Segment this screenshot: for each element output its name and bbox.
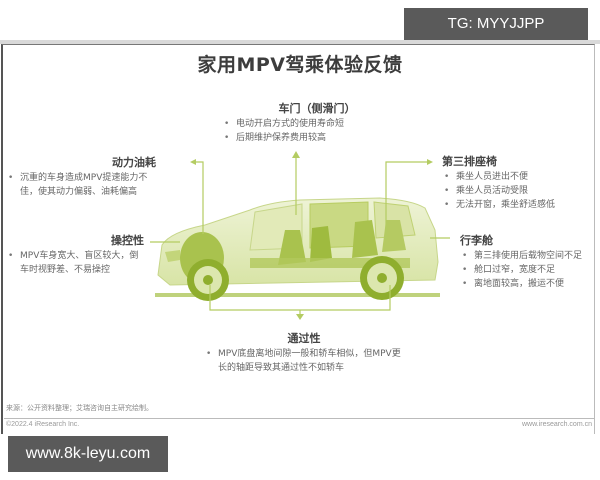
callout-door: 车门（侧滑门） 电动开启方式的使用寿命短 后期维护保养费用较高 bbox=[222, 101, 422, 145]
source-note: 来源：公开资料整理；艾瑞咨询自主研究绘制。 bbox=[6, 404, 153, 412]
callout-passability-item: MPV底盘离地间隙一般和轿车相似，但MPV更长的轴距导致其通过性不如轿车 bbox=[204, 347, 404, 375]
website-link[interactable]: www.iresearch.com.cn bbox=[521, 421, 592, 428]
copyright: ©2022.4 iResearch Inc. bbox=[6, 421, 80, 428]
callout-door-heading: 车门（侧滑门） bbox=[278, 102, 356, 115]
callout-handling: 操控性 MPV车身宽大、盲区较大，倒车时视野差、不易操控 bbox=[6, 233, 144, 277]
callout-trunk-heading: 行李舱 bbox=[460, 234, 493, 247]
callout-third-row-heading: 第三排座椅 bbox=[442, 155, 497, 168]
callout-trunk-item: 第三排使用后载物空间不足 bbox=[460, 249, 600, 263]
watermark-bottom-left: www.8k-leyu.com bbox=[8, 436, 168, 472]
callout-trunk: 行李舱 第三排使用后载物空间不足 舱口过窄，宽度不足 离地面较高，搬运不便 bbox=[460, 233, 600, 291]
callout-third-row-item: 乘坐人员活动受限 bbox=[442, 184, 592, 198]
frame-top-bar bbox=[0, 40, 600, 44]
page-title: 家用MPV驾乘体验反馈 bbox=[197, 54, 403, 76]
mpv-car-illustration bbox=[142, 150, 452, 320]
footer-divider bbox=[4, 418, 594, 419]
callout-third-row-item: 无法开窗，乘坐舒适感低 bbox=[442, 198, 592, 212]
callout-passability: 通过性 MPV底盘离地间隙一般和轿车相似，但MPV更长的轴距导致其通过性不如轿车 bbox=[204, 331, 404, 375]
callout-power: 动力油耗 沉重的车身造成MPV提速能力不佳，使其动力偏弱、油耗偏高 bbox=[6, 155, 156, 199]
callout-power-heading: 动力油耗 bbox=[112, 156, 156, 169]
callout-third-row-item: 乘坐人员进出不便 bbox=[442, 170, 592, 184]
callout-handling-item: MPV车身宽大、盲区较大，倒车时视野差、不易操控 bbox=[6, 249, 144, 277]
watermark-top-right: TG: MYYJJPP bbox=[404, 8, 588, 40]
callout-door-item: 电动开启方式的使用寿命短 bbox=[222, 117, 422, 131]
callout-trunk-item: 舱口过窄，宽度不足 bbox=[460, 263, 600, 277]
callout-door-item: 后期维护保养费用较高 bbox=[222, 131, 422, 145]
callout-trunk-item: 离地面较高，搬运不便 bbox=[460, 277, 600, 291]
callout-power-item: 沉重的车身造成MPV提速能力不佳，使其动力偏弱、油耗偏高 bbox=[6, 171, 156, 199]
callout-handling-heading: 操控性 bbox=[111, 234, 144, 247]
callout-third-row: 第三排座椅 乘坐人员进出不便 乘坐人员活动受限 无法开窗，乘坐舒适感低 bbox=[442, 154, 592, 212]
callout-passability-heading: 通过性 bbox=[287, 332, 321, 345]
